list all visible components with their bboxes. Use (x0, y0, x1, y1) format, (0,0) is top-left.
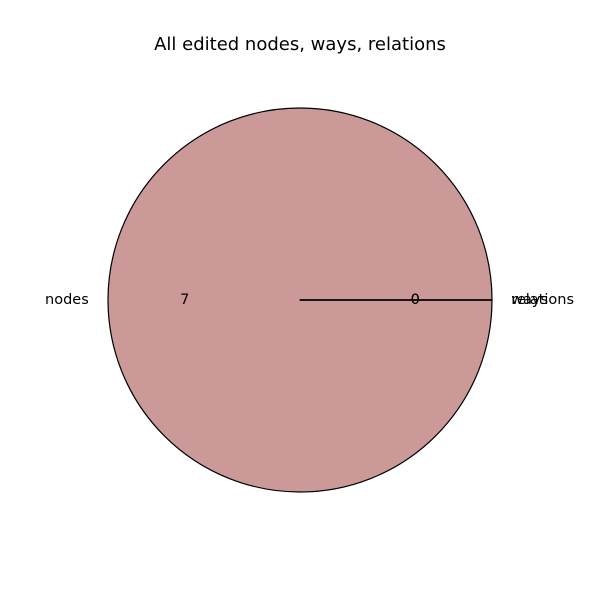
value-label-ways: 0 (411, 292, 420, 308)
category-label-relations: relations (511, 292, 574, 308)
category-label-ways: ways (511, 292, 548, 308)
pie-slices (107, 107, 493, 493)
chart-title: All edited nodes, ways, relations (154, 34, 446, 55)
category-label-nodes: nodes (45, 292, 89, 308)
value-label-nodes: 7 (180, 292, 189, 308)
value-label-relations: 0 (411, 292, 420, 308)
